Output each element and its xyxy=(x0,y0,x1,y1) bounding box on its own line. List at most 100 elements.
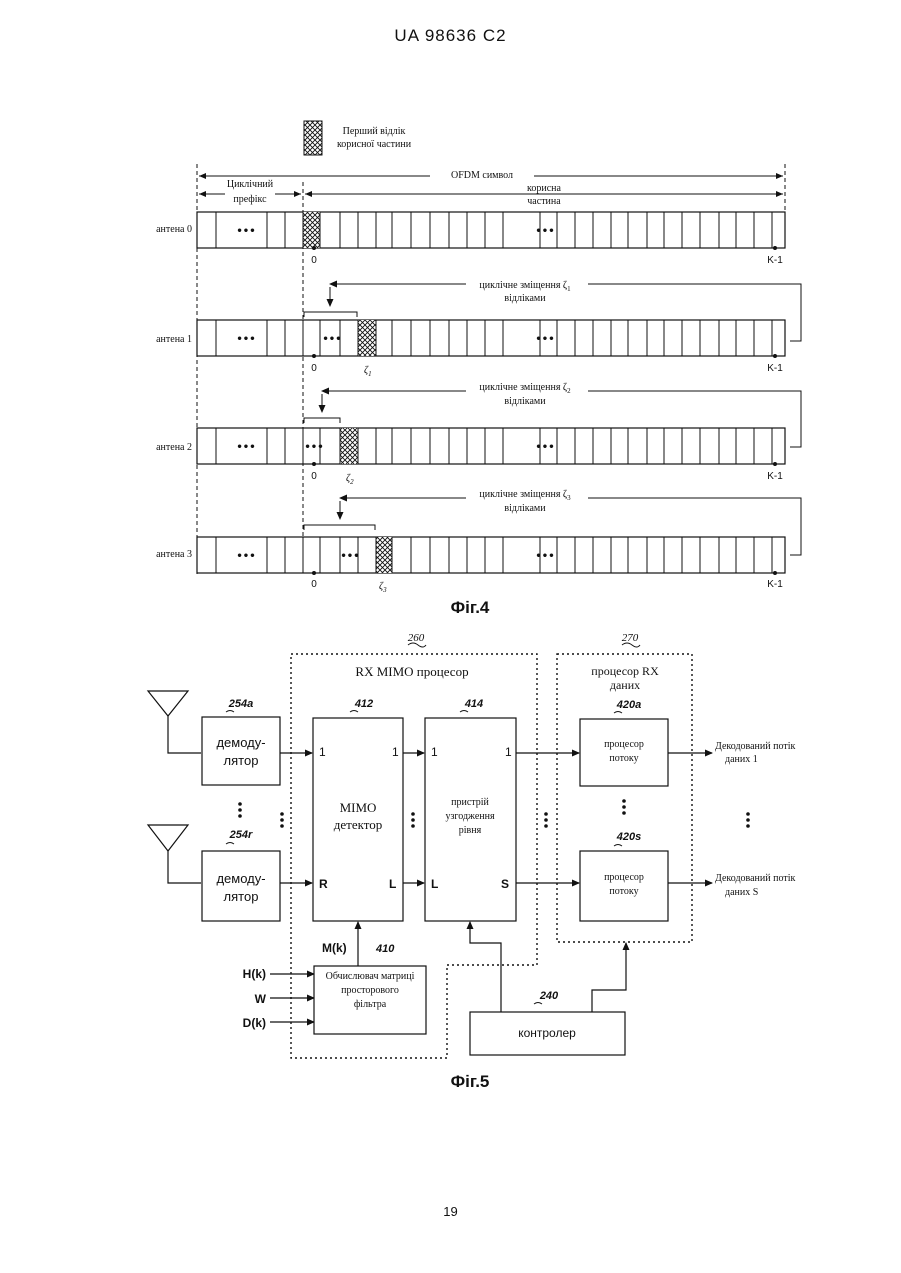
figure-4-caption: Фіг.4 xyxy=(451,598,490,617)
antenna-row-3: ••••••••• xyxy=(197,537,785,575)
index-marker xyxy=(773,246,777,250)
row0-index-0: 0 xyxy=(311,255,317,266)
demodulator-r xyxy=(202,851,280,921)
index-marker xyxy=(773,571,777,575)
cyclic-prefix-label-1: Циклічний xyxy=(227,179,274,190)
equalizer-out-1: 1 xyxy=(505,745,512,759)
zeta-3-label: ζ3 xyxy=(379,581,387,594)
ref-254r: 254r xyxy=(229,829,253,841)
antenna-3-label: антена 3 xyxy=(156,549,192,560)
input-h: H(k) xyxy=(243,967,266,981)
ref-412-leader xyxy=(350,711,358,713)
rx-antenna-a-icon xyxy=(148,691,201,753)
controller-label: контролер xyxy=(518,1026,576,1040)
ref-420s: 420s xyxy=(616,831,641,843)
ofdm-symbol-label: OFDM символ xyxy=(451,170,513,181)
first-useful-sample-cell xyxy=(358,320,376,356)
shift-2-text-2: відліками xyxy=(504,396,546,407)
equalizer-out-s: S xyxy=(501,877,509,891)
figure-5: 260 RX MIMO процесор 270 процесор RX дан… xyxy=(148,632,795,1091)
shift-1-text-2: відліками xyxy=(504,293,546,304)
zeta-1-label: ζ1 xyxy=(364,365,372,378)
index-marker xyxy=(312,462,316,466)
cell-ellipsis: ••• xyxy=(535,334,554,345)
detector-out-l: L xyxy=(389,877,396,891)
shift-3-text-2: відліками xyxy=(504,503,546,514)
row2-index-k-1: K-1 xyxy=(767,471,783,482)
row3-index-0: 0 xyxy=(311,579,317,590)
ref-240-leader xyxy=(534,1003,542,1005)
shift-2-bracket xyxy=(304,418,340,423)
figure-5-caption: Фіг.5 xyxy=(451,1072,490,1091)
index-marker xyxy=(312,354,316,358)
mk-label: M(k) xyxy=(322,941,347,955)
cell-ellipsis: ••• xyxy=(535,442,554,453)
input-d: D(k) xyxy=(243,1016,266,1030)
ref-254a: 254a xyxy=(228,698,253,710)
antenna-1-label: антена 1 xyxy=(156,334,192,345)
detector-in-r: R xyxy=(319,877,328,891)
detector-out-1: 1 xyxy=(392,745,399,759)
calculator-label-2: просторового xyxy=(341,985,399,996)
antenna-row-2: ••••••••• xyxy=(197,428,785,466)
rx-data-title-2: даних xyxy=(610,678,640,692)
cell-ellipsis: ••• xyxy=(236,226,255,237)
equalizer-in-l: L xyxy=(431,877,438,891)
stream-processor-a-label-2: потоку xyxy=(609,753,638,764)
ref-270: 270 xyxy=(622,632,639,644)
index-marker xyxy=(773,462,777,466)
ref-410: 410 xyxy=(375,943,395,955)
ref-254a-leader xyxy=(226,711,234,713)
demodulator-r-label-2: лятор xyxy=(224,889,259,904)
antenna-2-label: антена 2 xyxy=(156,442,192,453)
demodulator-r-label-1: демоду- xyxy=(216,871,265,886)
ref-254r-leader xyxy=(226,843,234,845)
useful-part-label-1: корисна xyxy=(527,183,561,194)
ref-420a: 420a xyxy=(616,699,641,711)
index-marker xyxy=(773,354,777,358)
ref-240: 240 xyxy=(539,990,559,1002)
cell-ellipsis: ••• xyxy=(535,226,554,237)
shift-3-bracket xyxy=(304,525,375,530)
row0-index-k-1: K-1 xyxy=(767,255,783,266)
cell-ellipsis: ••• xyxy=(535,551,554,562)
cell-ellipsis: ••• xyxy=(304,442,323,453)
stream-processor-s-label-2: потоку xyxy=(609,886,638,897)
equalizer-label-3: рівня xyxy=(459,825,482,836)
output-stream-s-line2: даних S xyxy=(725,887,758,898)
detector-in-1: 1 xyxy=(319,745,326,759)
stream-processor-a-label-1: процесор xyxy=(604,739,644,750)
mimo-detector-label-1: MIMO xyxy=(340,800,377,815)
cell-ellipsis: ••• xyxy=(236,334,255,345)
index-marker xyxy=(312,246,316,250)
ref-412: 412 xyxy=(354,698,373,710)
ref-414-leader xyxy=(460,711,468,713)
legend-hatched-swatch xyxy=(304,121,322,155)
ref-420s-leader xyxy=(614,845,622,847)
antenna-row-1: ••• ••• ••• xyxy=(197,320,785,358)
mimo-detector-label-2: детектор xyxy=(334,817,383,832)
antenna-row-0: ••• ••• xyxy=(197,212,785,250)
shift-3-text: циклічне зміщення ζ3 xyxy=(479,489,571,502)
index-marker xyxy=(312,571,316,575)
figure-4: Перший відлік корисної частини OFDM симв… xyxy=(156,121,801,617)
legend-text-line2: корисної частини xyxy=(337,139,412,150)
ref-414: 414 xyxy=(464,698,483,710)
row1-index-0: 0 xyxy=(311,363,317,374)
page-number: 19 xyxy=(0,1204,901,1219)
rx-data-title-1: процесор RX xyxy=(591,664,659,678)
first-useful-sample-cell xyxy=(303,212,320,248)
row3-index-k-1: K-1 xyxy=(767,579,783,590)
row1-index-k-1: K-1 xyxy=(767,363,783,374)
input-w: W xyxy=(255,992,267,1006)
first-useful-sample-cell xyxy=(376,537,392,573)
cell-ellipsis: ••• xyxy=(322,334,341,345)
useful-part-label-2: частина xyxy=(527,196,561,207)
ref-420a-leader xyxy=(614,712,622,714)
output-stream-1-line2: даних 1 xyxy=(725,754,758,765)
antenna-rows: ••••••••••••••••••••••••••••••••• xyxy=(197,212,785,575)
shift-1-bracket xyxy=(304,312,357,317)
output-stream-s-line1: Декодований потік xyxy=(715,873,795,884)
